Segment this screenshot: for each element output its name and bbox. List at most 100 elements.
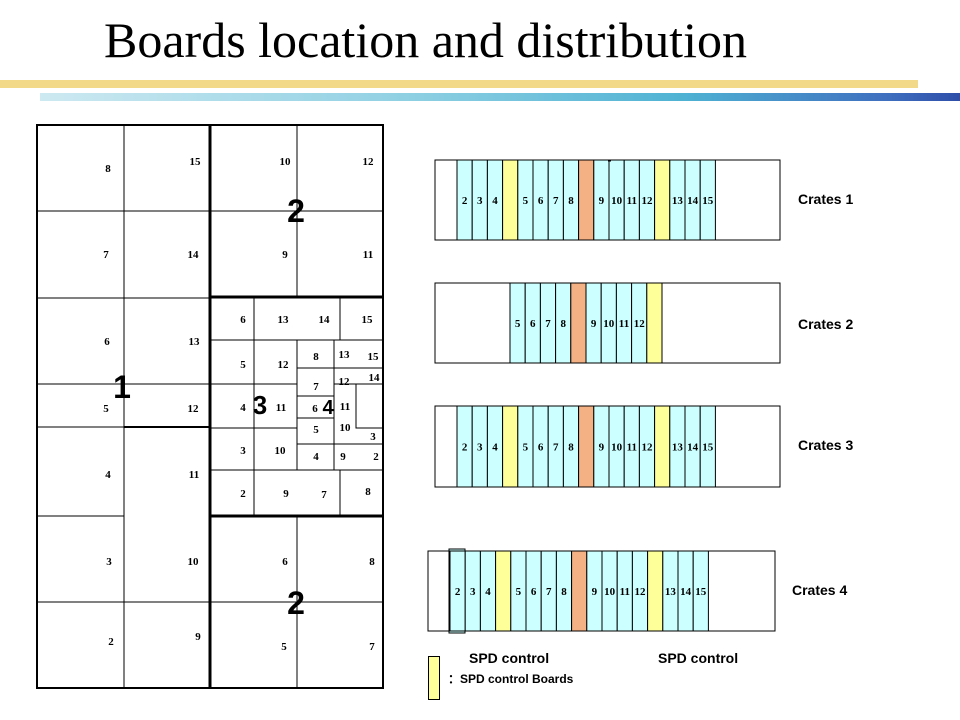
map-cell-number: 10 [340, 422, 352, 434]
map-cell-number: 5 [240, 359, 246, 371]
crate-slot-number: 5 [516, 586, 522, 598]
crate-slot-number: 10 [611, 442, 623, 454]
map-cell-number: 14 [188, 249, 200, 261]
crate-slot-number: 14 [687, 442, 699, 454]
crate-slot-number: 6 [538, 442, 544, 454]
crate-slot-number: 5 [515, 318, 521, 330]
crate-slot-number: 15 [702, 442, 714, 454]
crate-slot-number: 7 [553, 442, 559, 454]
page-title: Boards location and distribution [104, 12, 747, 68]
region-label: 2 [287, 193, 305, 229]
map-cell-number: 6 [312, 403, 318, 415]
map-cell-number: 3 [240, 445, 246, 457]
crate-slot-number: 13 [665, 586, 677, 598]
map-cell-number: 5 [313, 424, 319, 436]
crate-slot-number: 3 [477, 442, 483, 454]
crate-slot-number: 9 [591, 318, 597, 330]
crate-slot-number: 5 [523, 195, 529, 207]
map-cell-number: 4 [105, 469, 111, 481]
map-cell-number: 8 [313, 351, 319, 363]
crate-slot-number: 4 [492, 442, 498, 454]
crate-slot-number: 2 [462, 195, 468, 207]
crate-slot-number: 10 [611, 195, 623, 207]
map-cell-number: 11 [189, 469, 199, 481]
crate-slot-number: 2 [455, 586, 461, 598]
crate-slot-number: 2 [462, 442, 468, 454]
map-cell-number: 3 [106, 556, 112, 568]
spd-legend-swatch [428, 656, 440, 700]
crate-spd-board [502, 405, 519, 488]
map-cell-number: 8 [365, 486, 371, 498]
crate-slot-number: 4 [485, 586, 491, 598]
map-cell-number: 12 [339, 376, 351, 388]
crate-slot-number: 13 [672, 442, 684, 454]
map-cell-number: 9 [282, 249, 288, 261]
crate-slot-number: 11 [627, 442, 637, 454]
title-underline-blue [40, 93, 960, 101]
map-cell-number: 2 [373, 451, 379, 463]
crate-slot-number: 3 [470, 586, 476, 598]
map-cell-number: 6 [240, 314, 246, 326]
map-cell-number: 7 [321, 489, 327, 501]
map-cell-number: 14 [369, 372, 381, 384]
map-cell-number: 6 [104, 336, 110, 348]
crate-slot-number: 6 [531, 586, 537, 598]
map-cell-number: 6 [282, 556, 288, 568]
crate-slot-number: 8 [568, 442, 574, 454]
region-label: 1 [113, 369, 131, 405]
crate-slot-number: 9 [592, 586, 598, 598]
spd-legend-text: ：SPD control Boards [448, 672, 574, 686]
spd-control-label: SPD control [658, 650, 739, 666]
region-label: 3 [253, 390, 267, 420]
crate-slot-number: 7 [546, 586, 552, 598]
crate-slot-number: 11 [619, 318, 629, 330]
crate-slot-number: 12 [642, 442, 654, 454]
crate-spd-board [654, 159, 671, 241]
crate-board [692, 550, 709, 632]
crate-slot-number: 14 [680, 586, 692, 598]
map-cell-number: 4 [313, 451, 319, 463]
crate-label: Crates 4 [792, 582, 848, 598]
crate-slot-number: 15 [702, 195, 714, 207]
crate-spd-board [495, 550, 512, 632]
layout-map [36, 124, 384, 689]
crate-slot-number: 12 [642, 195, 654, 207]
crate-slot-number: 4 [492, 195, 498, 207]
map-cell-number: 11 [276, 402, 286, 414]
map-cell-number: 12 [278, 359, 290, 371]
crate-slot-number: 9 [599, 195, 605, 207]
map-cell-number: 10 [280, 156, 292, 168]
map-cell-number: 4 [240, 402, 246, 414]
map-cell-number: 2 [240, 488, 246, 500]
map-cell-number: 7 [313, 381, 319, 393]
crate-spd-board [654, 405, 671, 488]
crate-spd-board [502, 159, 519, 241]
crate-center-board [578, 159, 595, 241]
crate-label: Crates 3 [798, 437, 854, 453]
map-cell-number: 11 [340, 401, 350, 413]
map-cell-number: 3 [370, 431, 376, 443]
map-cell-number: 5 [103, 403, 109, 415]
crate-label: Crates 1 [798, 191, 854, 207]
map-cell-number: 13 [278, 314, 290, 326]
crate-center-board [571, 550, 588, 632]
region-label: 2 [287, 585, 305, 621]
crate-slot-number: 14 [687, 195, 699, 207]
map-cell-number: 5 [281, 641, 287, 653]
crate-slot-number: 10 [603, 318, 615, 330]
crate-slot-number: 5 [523, 442, 529, 454]
crate-slot-number: 9 [599, 442, 605, 454]
region-label: 4 [322, 397, 334, 419]
map-cell-number: 7 [369, 641, 375, 653]
map-cell-number: 12 [363, 156, 375, 168]
crate-slot-number: 11 [620, 586, 630, 598]
crate-slot-number: 8 [560, 318, 566, 330]
crate-slot-number: 13 [672, 195, 684, 207]
crate-center-board [578, 405, 595, 488]
map-cell-number: 2 [108, 636, 114, 648]
crate-slot-number: 11 [627, 195, 637, 207]
crate-slot-number: 10 [604, 586, 616, 598]
map-cell-number: 12 [188, 403, 200, 415]
map-cell-number: 7 [103, 249, 109, 261]
map-cell-number: 14 [319, 314, 331, 326]
